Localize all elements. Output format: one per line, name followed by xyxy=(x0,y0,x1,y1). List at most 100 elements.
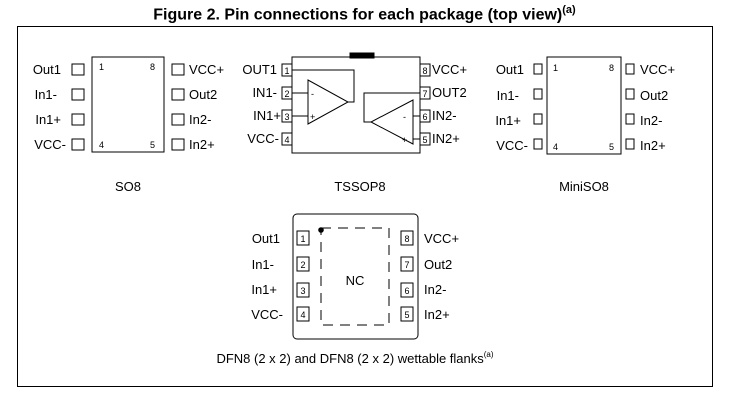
tssop8-pin-number-8: 8 xyxy=(422,66,427,76)
tssop8-pin-number-6: 6 xyxy=(422,112,427,122)
tssop8-pin-number-7: 7 xyxy=(422,89,427,99)
dfn8-pin-6 xyxy=(400,282,414,298)
so8-pin-5 xyxy=(171,138,185,151)
so8-label-in2-minus: In2- xyxy=(189,112,211,127)
dfn8-pin-number-6: 6 xyxy=(404,286,409,296)
tssop8-label-out2: OUT2 xyxy=(432,85,467,100)
miniso8-text: Out1 In1- In1+ VCC- VCC+ Out2 In2- In2+ … xyxy=(495,62,675,194)
so8-label-vcc-plus: VCC+ xyxy=(189,62,224,77)
miniso8-pin-number-4: 4 xyxy=(553,142,558,152)
tssop8-label-vcc-minus: VCC- xyxy=(247,131,279,146)
miniso8-pin-5 xyxy=(625,138,635,150)
so8-label-out1: Out1 xyxy=(33,62,61,77)
miniso8-label-vcc-plus: VCC+ xyxy=(640,62,675,77)
so8-label-in1-plus: In1+ xyxy=(35,112,61,127)
miniso8-label-out2: Out2 xyxy=(640,88,668,103)
so8-body xyxy=(91,56,165,153)
tssop8-notch xyxy=(349,52,375,59)
dfn8-center-label: NC xyxy=(346,273,365,288)
miniso8-label-in1-plus: In1+ xyxy=(495,113,521,128)
tssop8-label-in1-plus: IN1+ xyxy=(253,108,281,123)
miniso8-body xyxy=(546,56,622,155)
dfn8-pin-number-3: 3 xyxy=(300,286,305,296)
opamp-1-output-wire xyxy=(292,69,355,103)
dfn8-pin-number-4: 4 xyxy=(300,310,305,320)
tssop8-label-in2-minus: IN2- xyxy=(432,108,457,123)
dfn8-body xyxy=(292,213,419,340)
miniso8-label-vcc-minus: VCC- xyxy=(496,138,528,153)
figure-title: Figure 2. Pin connections for each packa… xyxy=(153,4,576,24)
miniso8-pin-7 xyxy=(625,88,635,100)
tssop8-label-in1-minus: IN1- xyxy=(252,85,277,100)
miniso8-label-in2-plus: In2+ xyxy=(640,138,666,153)
tssop8-pin-number-2: 2 xyxy=(284,89,289,99)
dfn8-label-vcc-minus: VCC- xyxy=(251,307,283,322)
dfn8-pin-1 xyxy=(296,230,310,246)
figure-title-note: (a) xyxy=(562,4,576,16)
opamp-2-minus-sign: - xyxy=(403,112,406,122)
miniso8-package xyxy=(533,56,635,155)
dfn8-pin-3 xyxy=(296,282,310,298)
dfn8-package xyxy=(292,213,419,340)
miniso8-label-in2-minus: In2- xyxy=(640,113,662,128)
so8-label-out2: Out2 xyxy=(189,87,217,102)
miniso8-pin-8 xyxy=(625,63,635,75)
dfn8-label-vcc-plus: VCC+ xyxy=(424,231,459,246)
miniso8-pin-3 xyxy=(533,113,543,125)
so8-label-in1-minus: In1- xyxy=(35,87,57,102)
dfn8-label-out2: Out2 xyxy=(424,257,452,272)
dfn8-pin-number-7: 7 xyxy=(404,260,409,270)
miniso8-pin-1 xyxy=(533,63,543,75)
miniso8-label-in1-minus: In1- xyxy=(497,88,519,103)
tssop8-text: OUT1 IN1- IN1+ VCC- 1 2 3 4 8 7 6 5 VCC+… xyxy=(242,62,467,194)
so8-pin-2 xyxy=(71,88,85,101)
tssop8-pin-8 xyxy=(419,63,431,77)
miniso8-caption: MiniSO8 xyxy=(559,179,609,194)
dfn8-label-in2-minus: In2- xyxy=(424,282,446,297)
tssop8-label-out1: OUT1 xyxy=(242,62,277,77)
so8-text: Out1 In1- In1+ VCC- VCC+ Out2 In2- In2+ … xyxy=(33,62,224,194)
miniso8-pin-6 xyxy=(625,113,635,125)
tssop8-pin-4 xyxy=(281,132,293,146)
so8-pin-1 xyxy=(71,63,85,76)
dfn8-caption-note: (a) xyxy=(484,350,494,359)
so8-pin-3 xyxy=(71,113,85,126)
dfn8-pin-number-5: 5 xyxy=(404,310,409,320)
so8-pin-8 xyxy=(171,63,185,76)
opamp-1-plus-sign: + xyxy=(310,112,315,122)
dfn8-pin-number-1: 1 xyxy=(300,234,305,244)
dfn8-pin-5 xyxy=(400,306,414,322)
dfn8-caption: DFN8 (2 x 2) and DFN8 (2 x 2) wettable f… xyxy=(216,350,493,366)
dfn8-pin1-dot xyxy=(318,227,324,233)
so8-pin-7 xyxy=(171,88,185,101)
tssop8-body xyxy=(291,56,421,154)
so8-caption: SO8 xyxy=(115,179,141,194)
so8-package xyxy=(71,56,185,153)
tssop8-package xyxy=(281,52,431,154)
dfn8-pin-4 xyxy=(296,306,310,322)
opamp-1-minus-sign: - xyxy=(311,89,314,99)
so8-pin-number-5: 5 xyxy=(150,140,155,150)
tssop8-pin-number-1: 1 xyxy=(284,66,289,76)
dfn8-pin-number-8: 8 xyxy=(404,234,409,244)
miniso8-label-out1: Out1 xyxy=(496,62,524,77)
tssop8-caption: TSSOP8 xyxy=(334,179,385,194)
dfn8-exposed-pad xyxy=(320,227,390,326)
tssop8-pin-number-3: 3 xyxy=(284,112,289,122)
miniso8-pin-2 xyxy=(533,88,543,100)
dfn8-pin-number-2: 2 xyxy=(300,260,305,270)
dfn8-pin-8 xyxy=(400,230,414,246)
so8-label-in2-plus: In2+ xyxy=(189,137,215,152)
dfn8-label-in2-plus: In2+ xyxy=(424,307,450,322)
miniso8-pin-number-8: 8 xyxy=(609,63,614,73)
so8-pin-6 xyxy=(171,113,185,126)
so8-pin-number-8: 8 xyxy=(150,62,155,72)
so8-pin-4 xyxy=(71,138,85,151)
figure-frame xyxy=(17,26,713,387)
dfn8-caption-text: DFN8 (2 x 2) and DFN8 (2 x 2) wettable f… xyxy=(216,351,484,366)
tssop8-pin-number-5: 5 xyxy=(422,135,427,145)
opamp-2-triangle xyxy=(369,99,414,145)
dfn8-text: Out1 In1- In1+ VCC- 1 2 3 4 8 7 6 5 VCC+… xyxy=(216,231,493,366)
miniso8-pin-number-5: 5 xyxy=(609,142,614,152)
